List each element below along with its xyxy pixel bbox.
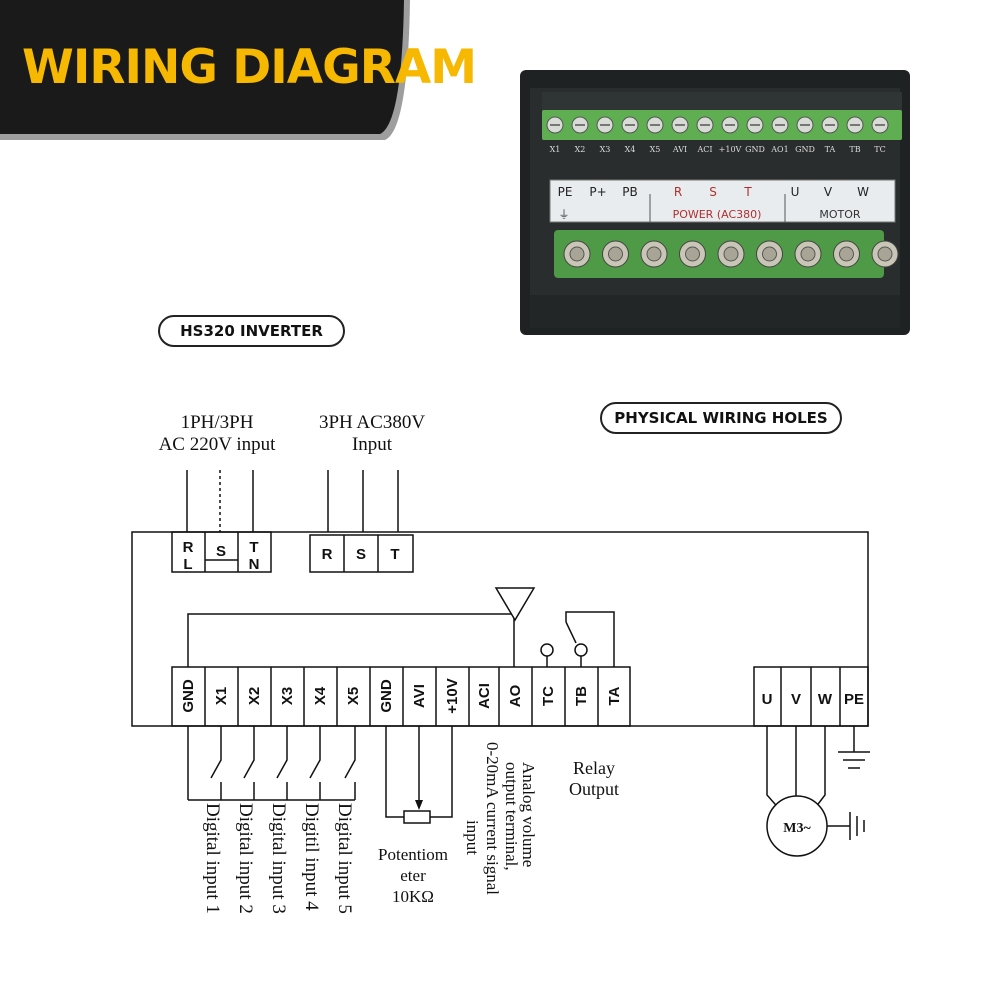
- physical-holes-label: PHYSICAL WIRING HOLES: [600, 402, 842, 434]
- signal-terminal-label: ACI: [696, 145, 712, 154]
- analog-label-line: input: [463, 820, 482, 855]
- power-terminal-label: PB: [622, 185, 637, 199]
- power-terminal-label: P+: [589, 185, 606, 199]
- control-terminal-label: TC: [540, 686, 557, 706]
- control-terminal-label: X1: [213, 687, 230, 705]
- control-terminal-label: X5: [345, 687, 362, 705]
- signal-terminal-label: AO1: [770, 145, 788, 154]
- power-terminal-label: U: [791, 185, 800, 199]
- control-terminal-label: GND: [378, 679, 395, 713]
- signal-terminal-label: TC: [874, 145, 885, 154]
- analog-label-line: 0-20mA current signal: [483, 742, 502, 895]
- power-terminal-label: PE: [558, 185, 573, 199]
- control-terminal-label: X3: [279, 687, 296, 705]
- digital-input-labels: Digital input 1 Digital input 2 Digital in…: [202, 803, 355, 914]
- signal-terminal-label: X2: [575, 145, 586, 154]
- signal-terminal-label: TB: [849, 145, 860, 154]
- screw-head: [762, 246, 777, 262]
- analog-label-line: Analog volume: [519, 762, 538, 867]
- signal-terminal-label: X1: [550, 145, 561, 154]
- analog-label-line: output terminal,: [502, 762, 521, 871]
- digital-input-label: Digital input 2: [235, 803, 256, 914]
- motor-terminal-label: W: [818, 691, 833, 708]
- terminal-t-top: T: [249, 539, 258, 556]
- banner-background: [0, 0, 410, 140]
- digital-input-label: Digital input 5: [334, 803, 355, 914]
- signal-terminal-label: X3: [600, 145, 611, 154]
- motor-group-label: MOTOR: [819, 208, 861, 221]
- power-terminal-label: T: [743, 185, 752, 199]
- digital-input-label: Digital input 3: [268, 803, 289, 914]
- power-terminal-label: W: [857, 185, 869, 199]
- signal-terminal-label: AVI: [672, 145, 687, 154]
- power-terminal-label: S: [709, 185, 717, 199]
- control-terminal-label: +10V: [444, 678, 461, 713]
- banner-title: WIRING DIAGRAM: [22, 40, 477, 95]
- inverter-label: HS320 INVERTER: [158, 315, 345, 347]
- control-terminal-label: TA: [606, 686, 623, 705]
- power-group-label: POWER (AC380): [673, 208, 762, 221]
- terminal-s: S: [216, 543, 226, 560]
- control-terminal-label: X4: [312, 686, 329, 705]
- motor-terminal-label: U: [762, 691, 773, 708]
- signal-terminal-label: X4: [625, 145, 636, 154]
- screw-head: [569, 246, 585, 262]
- screw-head: [685, 246, 700, 262]
- terminal-r: R: [322, 546, 333, 563]
- signal-terminal-label: GND: [745, 145, 765, 154]
- signal-terminal-label: X5: [650, 145, 661, 154]
- screw-head: [608, 246, 623, 262]
- digital-input-label: Digital input 1: [202, 803, 223, 914]
- screw-head: [800, 246, 816, 262]
- three-phase-label-line2: Input: [352, 434, 393, 455]
- control-terminal-label: TB: [573, 686, 590, 706]
- power-screw-row: [563, 240, 899, 268]
- control-terminal-label: GND: [180, 679, 197, 713]
- power-terminal-labels: PE P+ PB R S T U V W: [558, 185, 869, 199]
- control-terminal-label: ACI: [476, 683, 493, 709]
- terminal-s2: S: [356, 546, 366, 563]
- terminal-l-bottom: L: [183, 556, 192, 573]
- motor-label: M3~: [783, 821, 811, 836]
- single-phase-label-line1: 1PH/3PH: [181, 412, 254, 433]
- power-terminal-label: V: [824, 185, 833, 199]
- signal-screw-row: [546, 116, 889, 134]
- screw-head: [839, 246, 854, 262]
- potentiometer-label-line1: Potentiom: [378, 845, 448, 864]
- potentiometer-label-line3: 10KΩ: [392, 887, 434, 906]
- three-phase-label-line1: 3PH AC380V: [319, 412, 425, 433]
- power-terminal-label: R: [674, 185, 682, 199]
- relay-label-line2: Output: [569, 779, 619, 799]
- terminal-t: T: [390, 546, 399, 563]
- banner: WIRING DIAGRAM: [0, 0, 1000, 150]
- motor-terminal-label: V: [791, 691, 801, 708]
- terminal-r-top: R: [183, 539, 194, 556]
- motor-terminal-label: PE: [844, 691, 864, 708]
- single-phase-label-line2: AC 220V input: [159, 434, 277, 455]
- screw-head: [723, 246, 739, 262]
- digital-input-label: Digitil input 4: [301, 803, 322, 911]
- signal-terminal-label: TA: [825, 145, 836, 154]
- relay-label-line1: Relay: [573, 758, 615, 778]
- control-terminal-labels: GND X1 X2 X3 X4 X5 GND AVI +10V ACI AO TC TB TA: [180, 678, 623, 713]
- control-terminal-label: X2: [246, 687, 263, 705]
- signal-terminal-label: +10V: [719, 145, 742, 154]
- control-terminal-label: AO: [507, 684, 524, 707]
- inverter-box: [131, 531, 869, 727]
- potentiometer-label-line2: eter: [400, 866, 426, 885]
- screw-head: [646, 246, 662, 262]
- control-terminal-label: AVI: [411, 684, 428, 708]
- terminal-n-bottom: N: [249, 556, 260, 573]
- ground-symbol-icon: ⏚: [559, 208, 570, 221]
- screw-head: [877, 246, 893, 262]
- signal-terminal-label: GND: [795, 145, 815, 154]
